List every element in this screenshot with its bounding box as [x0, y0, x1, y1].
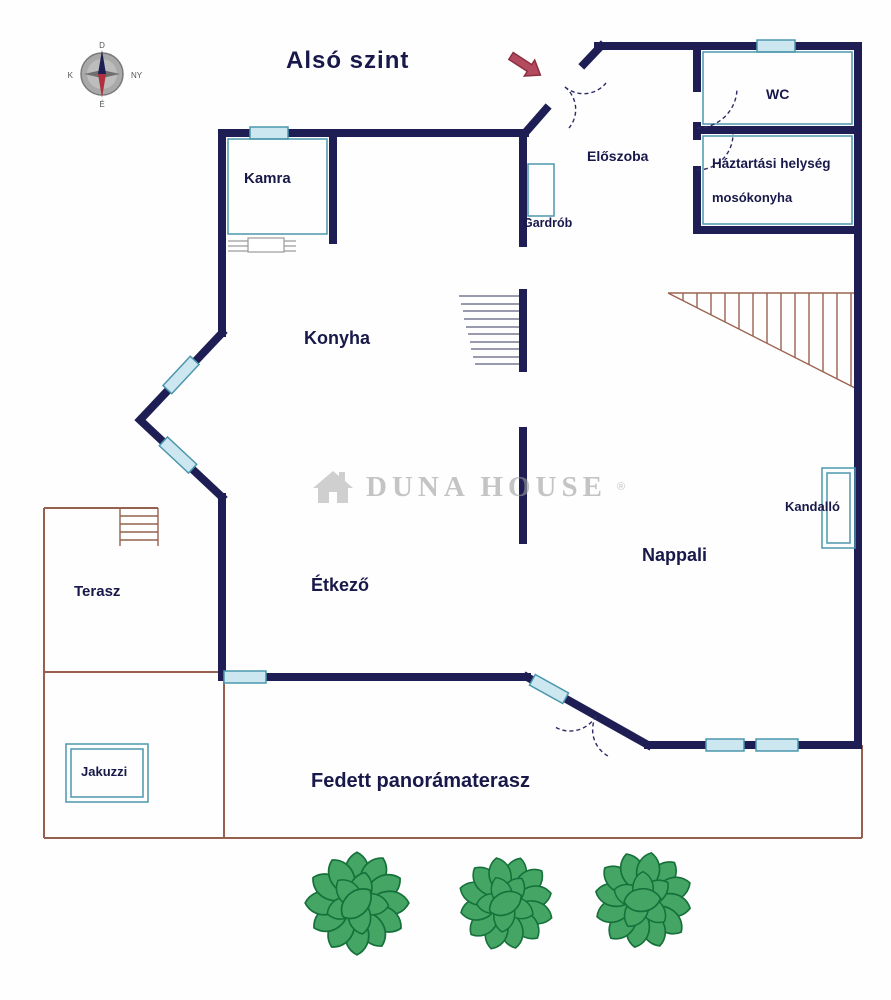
- bush-2: [446, 843, 567, 963]
- compass-letter-top: D: [99, 41, 105, 50]
- entrance-door-arc: [564, 86, 577, 129]
- watermark: DUNA HOUSE ®: [310, 468, 625, 506]
- haztartasi-inner-outline: [702, 135, 853, 225]
- bush-3: [573, 830, 713, 970]
- compass-icon: D NY É K: [68, 41, 143, 109]
- room-label-terasz: Terasz: [74, 583, 121, 600]
- bushes: [305, 830, 713, 970]
- watermark-brand: DUNA HOUSE: [366, 470, 607, 503]
- jakuzzi-tub: [65, 743, 149, 803]
- kamra-inner-outline: [227, 138, 328, 235]
- watermark-house-icon: [313, 471, 353, 503]
- compass-letter-bottom: É: [99, 100, 104, 109]
- room-label-haztartasi: Háztartási helység: [712, 156, 831, 171]
- room-label-wc: WC: [766, 86, 790, 102]
- bush-1: [305, 852, 409, 955]
- room-label-gardrob: Gardrób: [523, 216, 573, 230]
- room-label-etkezo: Étkező: [311, 575, 370, 595]
- wc-inner-outline: [702, 51, 853, 125]
- compass-needle-south: [98, 74, 106, 98]
- gardrob-closet: [527, 163, 555, 217]
- terrace-door-arc: [554, 715, 597, 732]
- kandallo-fireplace: [821, 467, 856, 549]
- room-label-jakuzzi: Jakuzzi: [81, 764, 128, 779]
- page-title: Alsó szint: [286, 47, 410, 74]
- room-label-fedett-terasz: Fedett panorámaterasz: [311, 770, 530, 792]
- compass-needle-north: [98, 50, 106, 74]
- wc-door-arc: [696, 87, 738, 129]
- entrance-arrow-icon: [507, 51, 542, 77]
- stairs-middle: [459, 295, 519, 365]
- haztartasi-door-arc: [696, 133, 734, 171]
- room-label-eloszoba: Előszoba: [587, 148, 649, 164]
- compass-letter-left: K: [68, 71, 74, 80]
- walls: [134, 40, 862, 751]
- windows: [158, 39, 799, 752]
- watermark-registered-mark: ®: [616, 481, 626, 493]
- room-label-mosokonyha: mosókonyha: [712, 190, 793, 205]
- terrace-outline: [43, 507, 863, 839]
- fixture-outlines: [65, 51, 856, 803]
- stairs-right: [667, 292, 858, 390]
- room-label-kamra: Kamra: [244, 170, 291, 187]
- room-label-nappali: Nappali: [642, 545, 708, 565]
- kamra-hatch: [228, 237, 296, 253]
- door-swings: [554, 82, 738, 757]
- room-label-konyha: Konyha: [304, 328, 371, 348]
- compass-letter-right: NY: [131, 71, 143, 80]
- room-label-kandallo: Kandalló: [785, 499, 840, 514]
